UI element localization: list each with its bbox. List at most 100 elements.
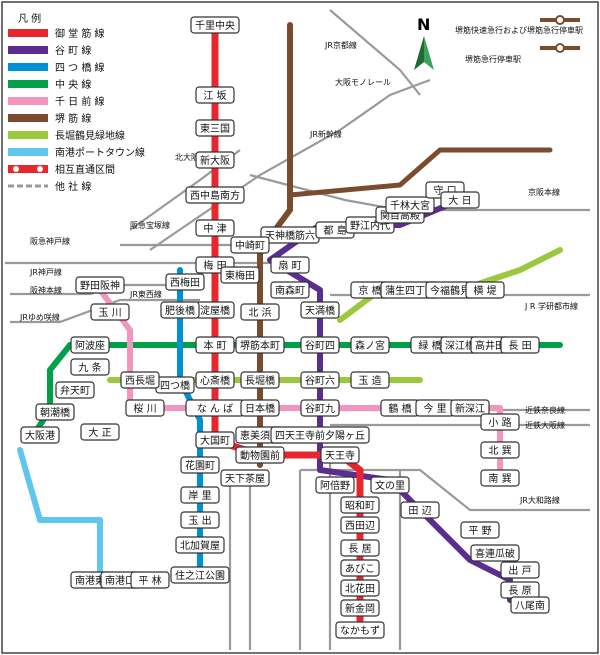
station-taniyonchome: 谷町四 [300,336,340,354]
station-box [335,621,385,639]
station-name: 江 坂 [203,90,226,102]
express-stop-label: 堺筋快速急行および堺筋急行停車駅 [455,25,583,35]
station-box [235,336,285,354]
station-kitahanada: 北花田 [340,579,380,597]
compass: N [414,15,434,70]
keihan-line [249,173,590,212]
station-box [185,186,245,204]
station-name: 小 路 [488,416,511,429]
station-box [160,301,200,319]
legend-title: 凡 例 [18,12,41,25]
station-box [340,599,380,617]
station-box [470,544,520,562]
station-name: 大国町 [200,434,230,447]
station-name: 南港口 [105,574,135,587]
compass-letter: N [417,15,430,34]
station-name: 桜 川 [133,402,156,415]
station-name: 緑 橋 [418,339,441,352]
station-box [270,256,310,274]
station-yotsubashi: 四つ橋 [155,376,195,394]
label-jr-kobe: JR神戸線 [29,267,62,277]
station-shinkanaoka: 新金岡 [340,599,380,617]
station-box [440,191,480,209]
station-box [165,273,205,291]
station-imazato: 今 里 [415,399,455,417]
station-name: 肥後橋 [165,304,195,317]
station-box [465,281,505,299]
label-jr-gakkentoshi: J R 学研都市線 [524,301,578,311]
station-box [195,336,235,354]
station-nishiumeda: 西梅田 [165,273,205,291]
station-name: 四つ橋 [160,379,190,392]
station-box [385,196,435,214]
station-box [480,441,520,459]
station-fuminosato: 文の里 [370,476,410,494]
station-name: 昭和町 [345,500,375,512]
porttown-line [17,447,103,583]
station-name: 花園町 [185,459,215,472]
station-name: 南森町 [275,284,305,297]
station-name: 動物園前 [240,449,280,462]
label-jr-yumesaki: JRゆめ咲線 [19,312,60,322]
station-name: 大 正 [88,426,111,439]
station-box [460,521,500,539]
label-jr-tozai: JR東西線 [129,289,162,299]
station-kitatatsumi: 北 巽 [480,441,520,459]
station-name: 南 巽 [488,472,511,485]
station-tamatsukuri: 玉 造 [350,371,390,389]
legend-label: 千 日 前 線 [55,95,105,108]
station-osakako: 大阪港 [20,426,60,444]
station-box [125,399,165,417]
station-ogimachi: 扇 町 [270,256,310,274]
station-tanikyuchome: 谷町九 [300,399,340,417]
station-higashiumeda: 東梅田 [220,266,260,284]
station-name: な ん ば [197,403,233,415]
station-kishinosato: 岸 里 [180,486,220,504]
station-name: 大阪港 [25,429,55,442]
station-box [240,303,280,321]
station-box [340,539,380,557]
station-nakatsu: 中 津 [195,219,235,237]
station-name: 鶴 橋 [388,402,411,415]
legend-swatch [8,114,48,122]
station-nodahanshin: 野田阪神 [75,276,125,294]
station-box [300,399,340,417]
station-box [180,511,220,529]
station-esaka: 江 坂 [195,86,235,104]
station-sakaisujihonmachi: 堺筋本町 [235,336,285,354]
chuo-line-west [27,342,73,443]
station-nakazakicho: 中崎町 [230,236,270,254]
local-stop-label: 堺筋急行停車駅 [465,54,521,64]
station-kitahama: 北 浜 [240,303,280,321]
legend-row: 長堀鶴見緑地線 [8,129,125,142]
legend-label: 南港ポートタウン線 [55,146,145,159]
station-name: 今福鶴見 [430,284,470,297]
station-nakamozu: なかもず [335,621,385,639]
station-box [120,371,160,389]
legend-row: 御 堂 筋 線 [8,27,105,40]
station-name: 玉 出 [188,514,211,527]
station-kyobashi: 京 橋 [350,281,390,299]
station-box [80,423,120,441]
station-name: 新大阪 [200,154,230,167]
station-box [320,446,360,464]
station-imafuku: 今福鶴見 [425,281,475,299]
station-box [35,403,75,421]
station-box [240,399,280,417]
legend-label: 他 社 線 [55,180,91,193]
station-higobashi: 肥後橋 [160,301,200,319]
station-box [340,516,380,534]
station-box [450,399,490,417]
legend-row: 中 央 線 [8,78,91,91]
station-yokozutsumi: 横 堤 [465,281,505,299]
legend-swatch [8,165,48,173]
label-monorail: 大阪モノレール [335,77,391,87]
station-box [350,336,390,354]
label-jr-kyoto: JR京都線 [324,40,357,50]
label-jr-shinkansen: JR新幹線 [309,129,342,139]
station-box [175,536,225,554]
station-name: 深江橋 [445,339,475,352]
station-kiremori: 喜連瓜破 [470,544,520,562]
station-detoshi: 出 戸 [500,561,540,579]
